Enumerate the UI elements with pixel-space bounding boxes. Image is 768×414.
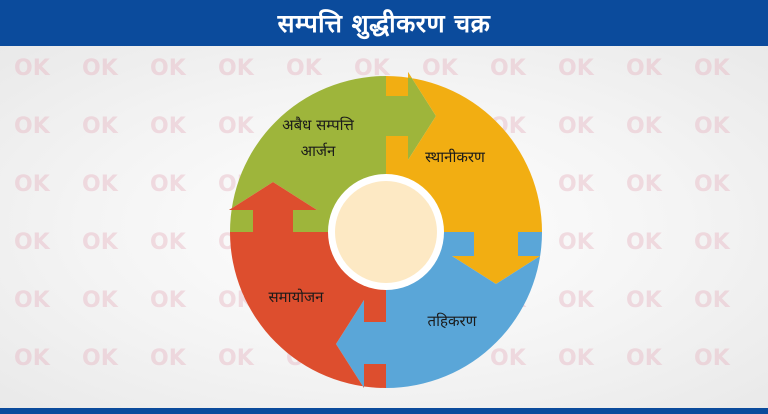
watermark-logo: OK [218, 346, 254, 371]
title-banner: सम्पत्ति शुद्धीकरण चक्र [0, 0, 768, 46]
watermark-logo: OK [694, 288, 730, 313]
bottom-bar [0, 408, 768, 414]
page-title: सम्पत्ति शुद्धीकरण चक्र [277, 9, 491, 38]
label-illicit-acquisition-line1: अबैध सम्पत्ति [282, 116, 354, 134]
center-circle [335, 181, 437, 283]
watermark-logo: OK [150, 288, 186, 313]
label-placement: स्थानीकरण [425, 148, 486, 166]
watermark-logo: OK [626, 288, 662, 313]
watermark-logo: OK [626, 346, 662, 371]
watermark-logo: OK [558, 230, 594, 255]
watermark-logo: OK [626, 56, 662, 81]
watermark-logo: OK [422, 56, 458, 81]
watermark-logo: OK [558, 288, 594, 313]
segment-integration [229, 182, 386, 388]
watermark-logo: OK [82, 288, 118, 313]
segment-layering [336, 232, 542, 388]
watermark-logo: OK [150, 56, 186, 81]
watermark-logo: OK [82, 114, 118, 139]
watermark-logo: OK [14, 230, 50, 255]
watermark-logo: OK [150, 346, 186, 371]
watermark-logo: OK [14, 114, 50, 139]
watermark-logo: OK [150, 172, 186, 197]
watermark-logo: OK [82, 172, 118, 197]
watermark-logo: OK [286, 56, 322, 81]
watermark-logo: OK [14, 56, 50, 81]
label-illicit-acquisition-line2: आर्जन [301, 142, 336, 160]
watermark-logo: OK [218, 114, 254, 139]
watermark-logo: OK [218, 56, 254, 81]
watermark-logo: OK [694, 346, 730, 371]
watermark-logo: OK [558, 56, 594, 81]
watermark-logo: OK [558, 172, 594, 197]
watermark-logo: OK [558, 114, 594, 139]
watermark-logo: OK [694, 230, 730, 255]
watermark-logo: OK [82, 56, 118, 81]
watermark-logo: OK [14, 172, 50, 197]
watermark-logo: OK [150, 114, 186, 139]
watermark-logo: OK [626, 114, 662, 139]
watermark-logo: OK [626, 172, 662, 197]
watermark-logo: OK [82, 230, 118, 255]
watermark-logo: OK [82, 346, 118, 371]
watermark-logo: OK [490, 56, 526, 81]
watermark-logo: OK [14, 288, 50, 313]
label-integration: समायोजन [268, 288, 324, 306]
watermark-logo: OK [694, 172, 730, 197]
cycle-diagram: अबैध सम्पत्ति आर्जन स्थानीकरण तहिकरण समा… [229, 72, 542, 388]
watermark-logo: OK [490, 346, 526, 371]
segment-placement [386, 72, 542, 284]
watermark-logo: OK [626, 230, 662, 255]
watermark-logo: OK [694, 56, 730, 81]
watermark-logo: OK [14, 346, 50, 371]
watermark-logo: OK [150, 230, 186, 255]
segment-illicit-acquisition [229, 72, 436, 232]
label-layering: तहिकरण [428, 312, 478, 330]
watermark-logo: OK [694, 114, 730, 139]
diagram-area: OK OK OK OK OK OK OK OK OK OK OK OK OK OK OK OK OK OK OK OK… [0, 46, 768, 408]
watermark-logo: OK [558, 346, 594, 371]
